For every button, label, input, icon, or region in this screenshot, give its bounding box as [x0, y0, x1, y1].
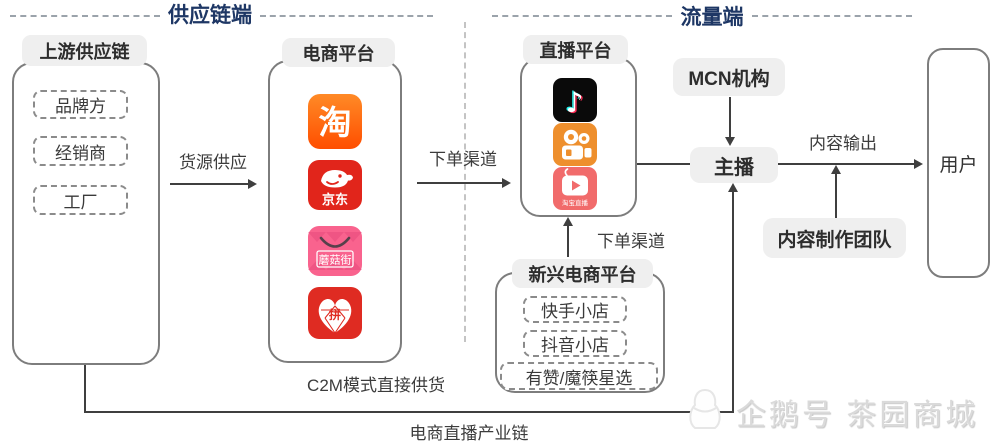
arrow-supply-head [248, 179, 257, 189]
chain-label: 电商直播产业链 [409, 424, 529, 443]
emerging-platform-label: 新兴电商平台 [512, 259, 653, 288]
upstream-item-distributor: 经销商 [33, 136, 128, 166]
anchor-node: 主播 [690, 147, 778, 183]
arrow-output-head [914, 159, 923, 169]
svg-text:♪: ♪ [564, 85, 582, 118]
svg-text:♪: ♪ [567, 87, 585, 120]
emerging-item-douyin-shop: 抖音小店 [523, 330, 627, 357]
svg-text:淘宝直播: 淘宝直播 [562, 198, 589, 207]
connector-live-to-anchor [637, 163, 690, 165]
arrow-order2-label: 下单渠道 [597, 232, 665, 251]
taobao-live-icon: 淘宝直播 [553, 167, 597, 215]
jd-icon: 京东 [308, 160, 362, 215]
emerging-item-kuaishou-shop: 快手小店 [523, 296, 627, 323]
ecommerce-platform-label: 电商平台 [282, 38, 395, 67]
upstream-item-factory: 工厂 [33, 185, 128, 215]
live-platform-label: 直播平台 [523, 35, 628, 64]
arrow-output-label: 内容输出 [809, 134, 877, 153]
arrow-mcn-head [725, 137, 735, 146]
arrow-order2-head [563, 217, 573, 226]
header-dash-left-a [10, 15, 160, 17]
pinduoduo-icon: 拼 [308, 287, 362, 344]
douyin-icon: ♪ ♪ ♪ [553, 78, 597, 127]
header-supply-side: 供应链端 [168, 4, 252, 27]
upstream-supply-label: 上游供应链 [22, 35, 147, 66]
chain-line-right [732, 191, 734, 412]
arrow-team-head [831, 165, 841, 174]
kuaishou-icon [553, 123, 597, 171]
arrow-mcn-line [729, 97, 731, 138]
header-dash-right-a [492, 15, 672, 17]
svg-text:京东: 京东 [322, 192, 348, 207]
arrow-order2-line [567, 226, 569, 257]
chain-line-head [728, 183, 738, 192]
arrow-order1-head [502, 178, 511, 188]
arrow-order1-label: 下单渠道 [429, 150, 497, 169]
mogujie-icon: 蘑菇街 [308, 226, 362, 281]
arrow-output-line [778, 163, 916, 165]
header-dash-right-b [752, 15, 912, 17]
user-box: 用户 [927, 48, 990, 278]
penguin-icon [684, 386, 726, 437]
arrow-supply-label: 货源供应 [179, 153, 247, 172]
emerging-item-youzan: 有赞/魔筷星选 [500, 362, 658, 390]
taobao-icon: 淘 [308, 94, 362, 154]
arrow-team-line [835, 174, 837, 218]
c2m-caption: C2M模式直接供货 [307, 376, 445, 395]
svg-text:蘑菇街: 蘑菇街 [319, 253, 352, 267]
user-label: 用户 [939, 154, 978, 176]
header-dash-left-b [260, 15, 433, 17]
watermark-text: 企鹅号 茶园商城 [736, 398, 979, 432]
header-traffic-side: 流量端 [680, 6, 744, 29]
svg-text:拼: 拼 [329, 307, 341, 322]
svg-text:♪: ♪ [566, 86, 584, 119]
upstream-item-brand: 品牌方 [33, 90, 128, 119]
svg-text:淘: 淘 [319, 104, 352, 141]
arrow-order1-line [417, 182, 504, 184]
watermark: 企鹅号 茶园商城 [684, 386, 978, 437]
chain-line-left [84, 365, 86, 413]
content-team-node: 内容制作团队 [763, 218, 906, 258]
chain-line-bottom [84, 411, 734, 413]
mcn-node: MCN机构 [673, 58, 785, 96]
arrow-supply-line [170, 183, 250, 185]
